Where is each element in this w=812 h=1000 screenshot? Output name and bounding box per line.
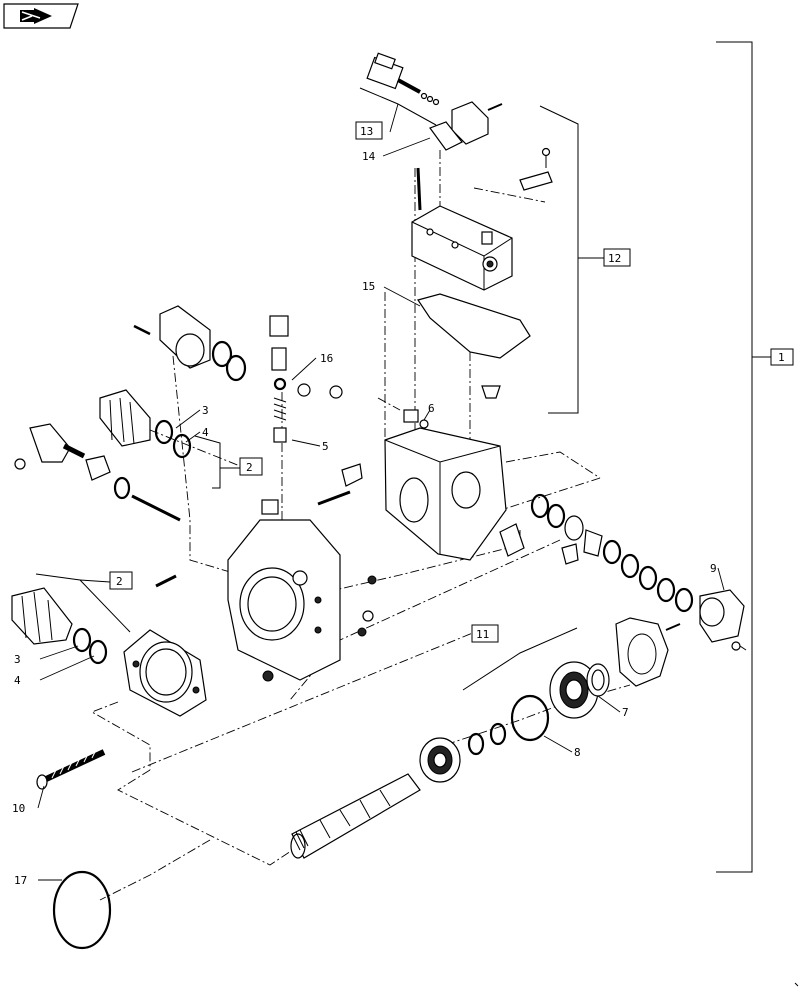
callout-16: 16: [320, 352, 333, 365]
oring-8: [510, 694, 550, 742]
bracket-clip: [317, 463, 363, 506]
bracket-assembly-1: [716, 41, 753, 873]
next-page-arrow-icon: [20, 8, 52, 24]
callout-17: 17: [14, 874, 27, 887]
large-oring-17: [52, 870, 112, 950]
callout-box-1: [770, 348, 794, 366]
gasket-14: [429, 121, 463, 151]
callout-7: 7: [622, 706, 629, 719]
callout-10: 10: [12, 802, 25, 815]
drive-shaft: [290, 773, 421, 859]
solenoid-valve: [366, 52, 440, 106]
callout-1: 1: [778, 351, 785, 364]
long-bolt: [416, 167, 422, 211]
callout-2-lower: 2: [116, 575, 123, 588]
relief-valve: [14, 423, 181, 522]
callout-2-upper: 2: [246, 461, 253, 474]
corner-mark: [794, 982, 799, 987]
next-page-button[interactable]: [3, 3, 79, 29]
callout-box-2-lower: [109, 571, 133, 590]
leader-lines: [37, 103, 771, 881]
seal-ring-7: [586, 663, 610, 697]
pump-housing-front: [227, 499, 341, 682]
callout-15: 15: [362, 280, 375, 293]
adjusting-screw: [269, 315, 289, 443]
callout-4-upper: 4: [202, 426, 209, 439]
plug-16: [481, 385, 501, 399]
callout-8: 8: [574, 746, 581, 759]
bracket-assembly-2-upper: [194, 435, 221, 489]
callout-14: 14: [362, 150, 376, 163]
port-cover: [499, 523, 525, 557]
callout-box-11: [471, 624, 499, 643]
cover-plate-center: [627, 633, 657, 675]
cover-bolt: [665, 623, 681, 631]
bracket-assembly-11: [462, 627, 578, 691]
callout-3-lower: 3: [14, 653, 21, 666]
shaft-seal: [549, 661, 599, 719]
pump-housing-rear: [297, 383, 507, 561]
control-valve-housing: [411, 205, 513, 291]
bracket-assembly-12: [539, 105, 579, 414]
callout-5: 5: [322, 440, 329, 453]
callout-4-lower: 4: [14, 674, 21, 687]
piston-assembly-upper: [133, 305, 247, 382]
plug-front-2: [362, 610, 374, 622]
bearing: [419, 737, 461, 783]
plug-front-3: [357, 627, 367, 637]
callout-box-13: [355, 121, 383, 140]
plug-front-1: [367, 575, 377, 585]
lock-plate: [519, 147, 553, 191]
snap-ring-b: [467, 732, 485, 756]
callout-box-12: [603, 248, 631, 267]
callout-12: 12: [608, 252, 621, 265]
pressure-sensor-9: [699, 589, 747, 651]
callout-13: 13: [360, 125, 373, 138]
callout-6: 6: [428, 402, 435, 415]
callout-3-upper: 3: [202, 404, 209, 417]
bolt-left: [155, 574, 177, 588]
snap-ring-a: [489, 722, 507, 746]
callout-9: 9: [710, 562, 717, 575]
callout-11: 11: [476, 628, 489, 641]
flange-plate: [123, 629, 207, 717]
cartridge-valve-lower: [11, 587, 108, 665]
cover-plate-ring: [615, 617, 669, 687]
spring-10: [36, 749, 106, 790]
gasket-15: [417, 293, 531, 359]
callout-box-2-upper: [239, 457, 263, 476]
valve-cover-plate: [451, 101, 503, 145]
oring-series-right: [530, 493, 694, 613]
cartridge-valve-upper: [99, 389, 192, 459]
alignment-lines: [90, 150, 631, 901]
